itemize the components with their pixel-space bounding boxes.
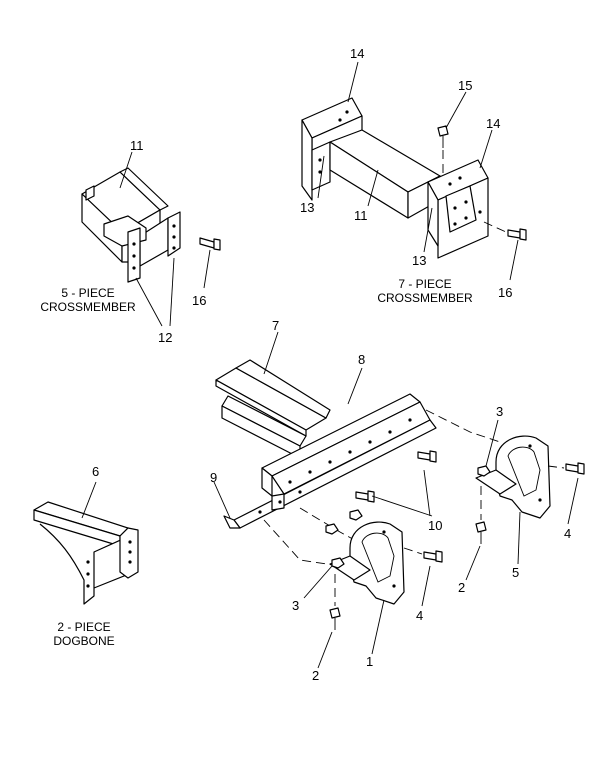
callout-4-right: 4 — [564, 526, 571, 541]
callout-12: 12 — [158, 330, 172, 345]
callout-14-left: 14 — [350, 46, 364, 61]
callout-2-right: 2 — [458, 580, 465, 595]
callout-13-left: 13 — [300, 200, 314, 215]
crossmember-8 — [223, 393, 437, 529]
callout-10: 10 — [428, 518, 442, 533]
bolt-2-right — [475, 521, 487, 544]
callout-2-left: 2 — [312, 668, 319, 683]
bolt-10-b — [355, 490, 375, 503]
callout-3-left: 3 — [292, 598, 299, 613]
caption-five-piece-line2: CROSSMEMBER — [40, 300, 136, 314]
dogbone-6 — [33, 501, 139, 605]
callout-13-right: 13 — [412, 253, 426, 268]
nut-3-right — [477, 465, 491, 477]
callout-6: 6 — [92, 464, 99, 479]
frame-rail-7 — [215, 359, 331, 459]
bolt-15 — [437, 125, 449, 148]
callout-11-seven-piece: 11 — [354, 208, 368, 223]
callout-5: 5 — [512, 565, 519, 580]
caption-dogbone-line2: DOGBONE — [53, 634, 114, 648]
callout-16-seven-piece: 16 — [498, 285, 512, 300]
callout-14-right: 14 — [486, 116, 500, 131]
callout-8: 8 — [358, 352, 365, 367]
bolt-16-right — [507, 228, 527, 241]
caption-seven-piece-line1: 7 - PIECE — [398, 277, 451, 291]
bolt-16-left — [199, 237, 221, 251]
five-piece-crossmember — [81, 167, 181, 283]
callout-15: 15 — [458, 78, 472, 93]
callout-4-left: 4 — [416, 608, 423, 623]
bolt-4-left — [423, 550, 443, 563]
callout-1: 1 — [366, 654, 373, 669]
nut-10-a — [325, 523, 339, 535]
nut-10-b — [349, 509, 363, 521]
callout-11-five-piece: 11 — [130, 138, 144, 153]
bolt-10-a — [417, 450, 437, 463]
nut-3-left — [331, 557, 345, 569]
bolt-2-left — [329, 607, 341, 630]
caption-seven-piece-line2: CROSSMEMBER — [377, 291, 473, 305]
callout-9: 9 — [210, 470, 217, 485]
caption-dogbone-line1: 2 - PIECE — [57, 620, 110, 634]
caption-five-piece-line1: 5 - PIECE — [61, 286, 114, 300]
seven-piece-crossmember — [301, 97, 489, 259]
callout-16-five-piece: 16 — [192, 293, 206, 308]
callout-3-right: 3 — [496, 404, 503, 419]
bolt-4-right — [565, 462, 585, 475]
callout-7: 7 — [272, 318, 279, 333]
bracket-5 — [475, 435, 551, 519]
